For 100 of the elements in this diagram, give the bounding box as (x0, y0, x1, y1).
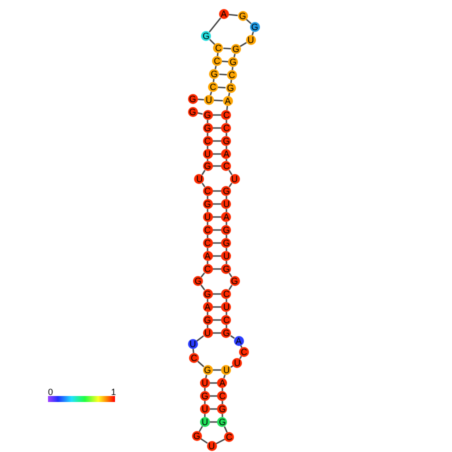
nucleotide-circle: G (221, 238, 232, 248)
nucleotide-circle: G (217, 404, 228, 414)
nucleotide-circle: C (202, 136, 213, 146)
nucleotide-circle: G (200, 391, 210, 401)
base-pair-line (223, 48, 231, 50)
backbone-line (205, 374, 208, 378)
nucleotide-circle: A (202, 251, 213, 261)
nucleotide-circle: G (228, 57, 238, 67)
backbone-line (228, 14, 238, 16)
nucleotide-circle: U (200, 404, 210, 414)
nucleotide-circle: U (202, 212, 213, 222)
backbone-line (202, 182, 206, 188)
nucleotide-circle: U (232, 358, 242, 368)
nucleotide-circle: C (226, 70, 237, 80)
backbone-line (206, 261, 208, 264)
nucleotide-circle: C (221, 123, 232, 133)
nucleotide-circle: C (202, 186, 213, 196)
backbone-line (204, 414, 206, 417)
nucleotide-circle: C (221, 289, 232, 299)
backbone-line (228, 182, 232, 188)
backbone-line (202, 170, 206, 176)
nucleotide-circle: A (202, 302, 213, 312)
nucleotide-circle: C (213, 43, 224, 53)
nucleotide-circle: G (202, 123, 213, 133)
nucleotide-circle: C (221, 110, 232, 120)
nucleotide-circle: U (221, 199, 232, 209)
backbone-line (232, 66, 234, 70)
backbone-line (239, 356, 242, 360)
nucleotide-circle: U (188, 339, 198, 349)
backbone-line (197, 360, 204, 368)
backbone-line (222, 414, 224, 417)
nucleotide-circle: C (202, 264, 213, 274)
backbone-line (206, 159, 208, 161)
nucleotide-circle: U (200, 417, 210, 427)
backbone-line (224, 426, 228, 433)
backbone-line (252, 32, 254, 36)
backbone-line (222, 388, 224, 391)
nucleotide-circle: G (188, 94, 198, 104)
backbone-line (204, 401, 206, 404)
nucleotide-circle: C (239, 347, 249, 357)
nucleotide-circle: A (222, 96, 233, 106)
nucleotide-circle: C (202, 225, 213, 235)
backbone-line (246, 18, 252, 24)
scale-tick-label: 1 (111, 388, 116, 397)
nucleotide-circle: C (221, 315, 232, 325)
backbone-line (206, 222, 208, 225)
nucleotide-circle: U (246, 35, 256, 45)
nucleotide-circle: U (206, 441, 217, 451)
backbone-line (200, 438, 208, 444)
base-pair-line (222, 60, 228, 62)
nucleotide-circle: G (193, 276, 204, 286)
backbone-line (222, 401, 224, 404)
nucleotide-circle: G (250, 22, 260, 32)
nucleotide-circle: C (212, 56, 222, 66)
nucleotide-circle: G (221, 186, 232, 196)
backbone-line (230, 335, 235, 339)
backbone-line (208, 17, 222, 33)
nucleotide-circle: G (221, 136, 232, 146)
nucleotide-circle: A (221, 149, 232, 159)
backbone-line (206, 120, 208, 123)
nucleotide-circle: U (202, 328, 213, 338)
backbone-line (216, 52, 219, 56)
backbone-line (206, 248, 208, 251)
nucleotide-circle: G (226, 83, 236, 93)
nucleotide-circle: G (188, 107, 198, 117)
base-pair-line (219, 74, 227, 76)
base-pair-line (218, 86, 226, 88)
backbone-line (206, 312, 208, 315)
backbone-line (206, 325, 208, 328)
nucleotide-circle: G (209, 69, 220, 79)
nucleotide-circle: G (192, 431, 202, 441)
nucleotide-circle: G (201, 31, 212, 41)
nucleotide-circle: C (202, 238, 213, 248)
backbone-line (226, 106, 228, 110)
nucleotide-circle: C (221, 161, 232, 171)
nucleotide-circle: G (221, 225, 232, 235)
backbone-line (216, 438, 226, 444)
backbone-line (210, 92, 212, 96)
backbone-line (228, 170, 232, 176)
backbone-line (206, 235, 208, 238)
backbone-line (209, 39, 216, 45)
scale-tick-label: 0 (48, 388, 54, 397)
nucleotide-circle: U (221, 302, 232, 312)
backbone-line (197, 112, 203, 115)
nucleotide-circle: G (202, 315, 213, 325)
nucleotide-circle: C (189, 353, 200, 363)
nucleotide-circle: C (208, 82, 218, 92)
nucleotide-circle: G (238, 11, 248, 21)
nucleotide-circle: G (230, 276, 240, 286)
backbone-line (200, 284, 206, 290)
backbone-line (234, 54, 236, 58)
nucleotide-circle: G (221, 328, 232, 338)
nucleotide-circle: G (202, 289, 213, 299)
backbone-line (206, 196, 208, 199)
nucleotide-circle: U (221, 365, 232, 375)
backbone-line (200, 272, 205, 278)
base-pair-line (214, 100, 223, 102)
nucleotide-circle: A (218, 9, 229, 19)
nucleotide-circle: G (202, 161, 213, 171)
backbone-line (206, 133, 208, 136)
